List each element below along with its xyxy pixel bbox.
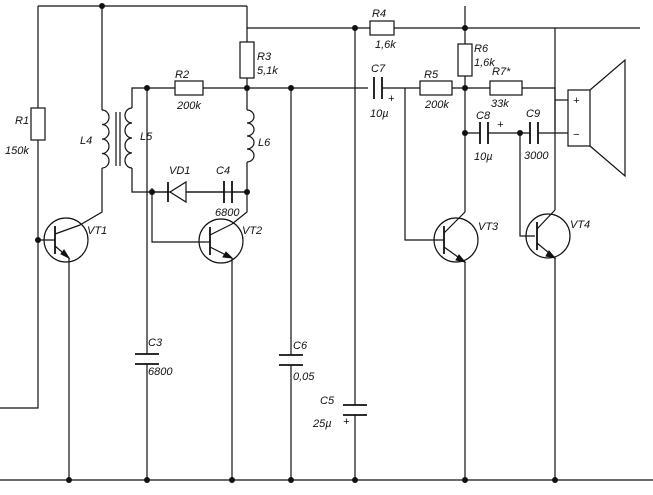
r2-value: 200k bbox=[176, 100, 201, 112]
speaker-plus: + bbox=[573, 95, 580, 107]
c5-plus: + bbox=[343, 416, 350, 428]
capacitor-c4: C4 6800 bbox=[190, 165, 248, 219]
vt3-ref: VT3 bbox=[478, 221, 499, 233]
r4-ref: R4 bbox=[372, 8, 386, 20]
c3-ref: C3 bbox=[148, 337, 163, 349]
r7-value: 33k bbox=[491, 98, 509, 110]
c5-value: 25µ bbox=[312, 418, 332, 430]
c8-value: 10µ bbox=[474, 151, 493, 163]
wires bbox=[0, 5, 653, 481]
inductor-l4: L4 bbox=[80, 109, 110, 169]
c7-value: 10µ bbox=[370, 108, 389, 120]
transformer-core bbox=[115, 112, 121, 166]
r7-ref: R7* bbox=[492, 66, 511, 78]
r3-value: 5,1k bbox=[257, 65, 278, 77]
c5-ref: C5 bbox=[320, 395, 335, 407]
r1-ref: R1 bbox=[15, 115, 29, 127]
vd1-ref: VD1 bbox=[169, 165, 190, 177]
c7-ref: C7 bbox=[371, 63, 386, 75]
transistor-vt2: VT2 bbox=[198, 218, 262, 264]
resistor-r4: R4 1,6k bbox=[369, 8, 396, 51]
resistor-r3: R3 5,1k bbox=[239, 41, 278, 79]
c7-plus: + bbox=[388, 93, 395, 105]
c6-ref: C6 bbox=[293, 340, 308, 352]
speaker-icon: + − bbox=[565, 58, 626, 178]
r2-ref: R2 bbox=[175, 69, 189, 81]
r5-ref: R5 bbox=[424, 69, 439, 81]
capacitor-c5: C5 25µ + bbox=[312, 395, 367, 430]
c9-ref: C9 bbox=[526, 108, 540, 120]
r3-ref: R3 bbox=[257, 51, 272, 63]
c4-ref: C4 bbox=[216, 165, 230, 177]
r5-value: 200k bbox=[424, 99, 449, 111]
l5-ref: L5 bbox=[140, 131, 153, 143]
r6-ref: R6 bbox=[474, 43, 489, 55]
vt4-ref: VT4 bbox=[570, 219, 590, 231]
resistor-r5: R5 200k bbox=[419, 69, 453, 111]
c3-value: 6800 bbox=[148, 366, 173, 378]
r6-value: 1,6k bbox=[474, 57, 495, 69]
speaker-minus: − bbox=[573, 129, 580, 141]
r4-value: 1,6k bbox=[375, 39, 396, 51]
capacitor-c9: C9 3000 bbox=[524, 108, 549, 162]
vt1-ref: VT1 bbox=[87, 225, 107, 237]
capacitor-c8: C8 10µ + bbox=[474, 110, 504, 163]
r1-value: 150k bbox=[5, 145, 29, 157]
resistor-r7: R7* 33k bbox=[489, 66, 523, 110]
diode-vd1: VD1 bbox=[152, 165, 190, 204]
transistor-vt1: VT1 bbox=[43, 217, 107, 270]
c9-value: 3000 bbox=[524, 150, 549, 162]
capacitor-c6: C6 0,05 bbox=[279, 340, 315, 383]
inductor-l6: L6 bbox=[246, 109, 271, 163]
l6-ref: L6 bbox=[258, 137, 271, 149]
capacitor-c3: C3 6800 bbox=[135, 337, 173, 378]
resistor-r1: R1 150k bbox=[5, 107, 46, 157]
inductor-l5: L5 bbox=[124, 107, 153, 169]
capacitor-c7: C7 10µ + bbox=[370, 63, 395, 120]
c8-ref: C8 bbox=[476, 110, 491, 122]
c4-value: 6800 bbox=[215, 207, 240, 219]
resistor-r6: R6 1,6k bbox=[457, 43, 495, 77]
l4-ref: L4 bbox=[80, 135, 92, 147]
vt2-ref: VT2 bbox=[242, 225, 262, 237]
c6-value: 0,05 bbox=[293, 371, 315, 383]
resistor-r2: R2 200k bbox=[174, 69, 204, 112]
c8-plus: + bbox=[497, 119, 504, 131]
transistor-vt4: VT4 bbox=[525, 209, 590, 259]
junction-dots bbox=[35, 3, 558, 483]
transistor-vt3: VT3 bbox=[433, 211, 499, 263]
